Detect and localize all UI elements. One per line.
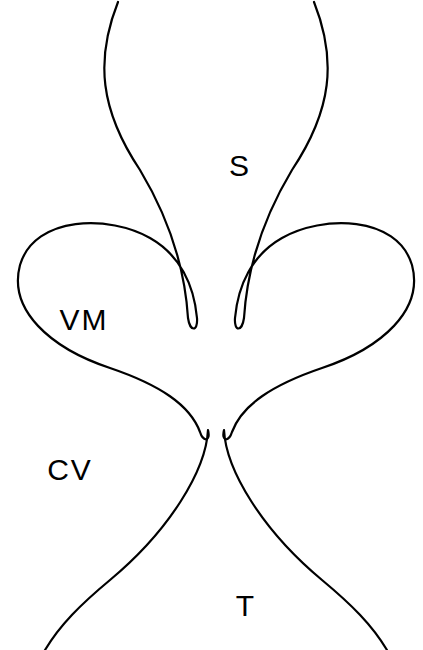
region-label: S xyxy=(229,151,251,181)
right-wall xyxy=(223,2,414,650)
region-label: VM xyxy=(60,305,109,335)
left-wall xyxy=(18,2,209,650)
region-label: T xyxy=(236,591,256,621)
region-label: CV xyxy=(47,455,93,485)
